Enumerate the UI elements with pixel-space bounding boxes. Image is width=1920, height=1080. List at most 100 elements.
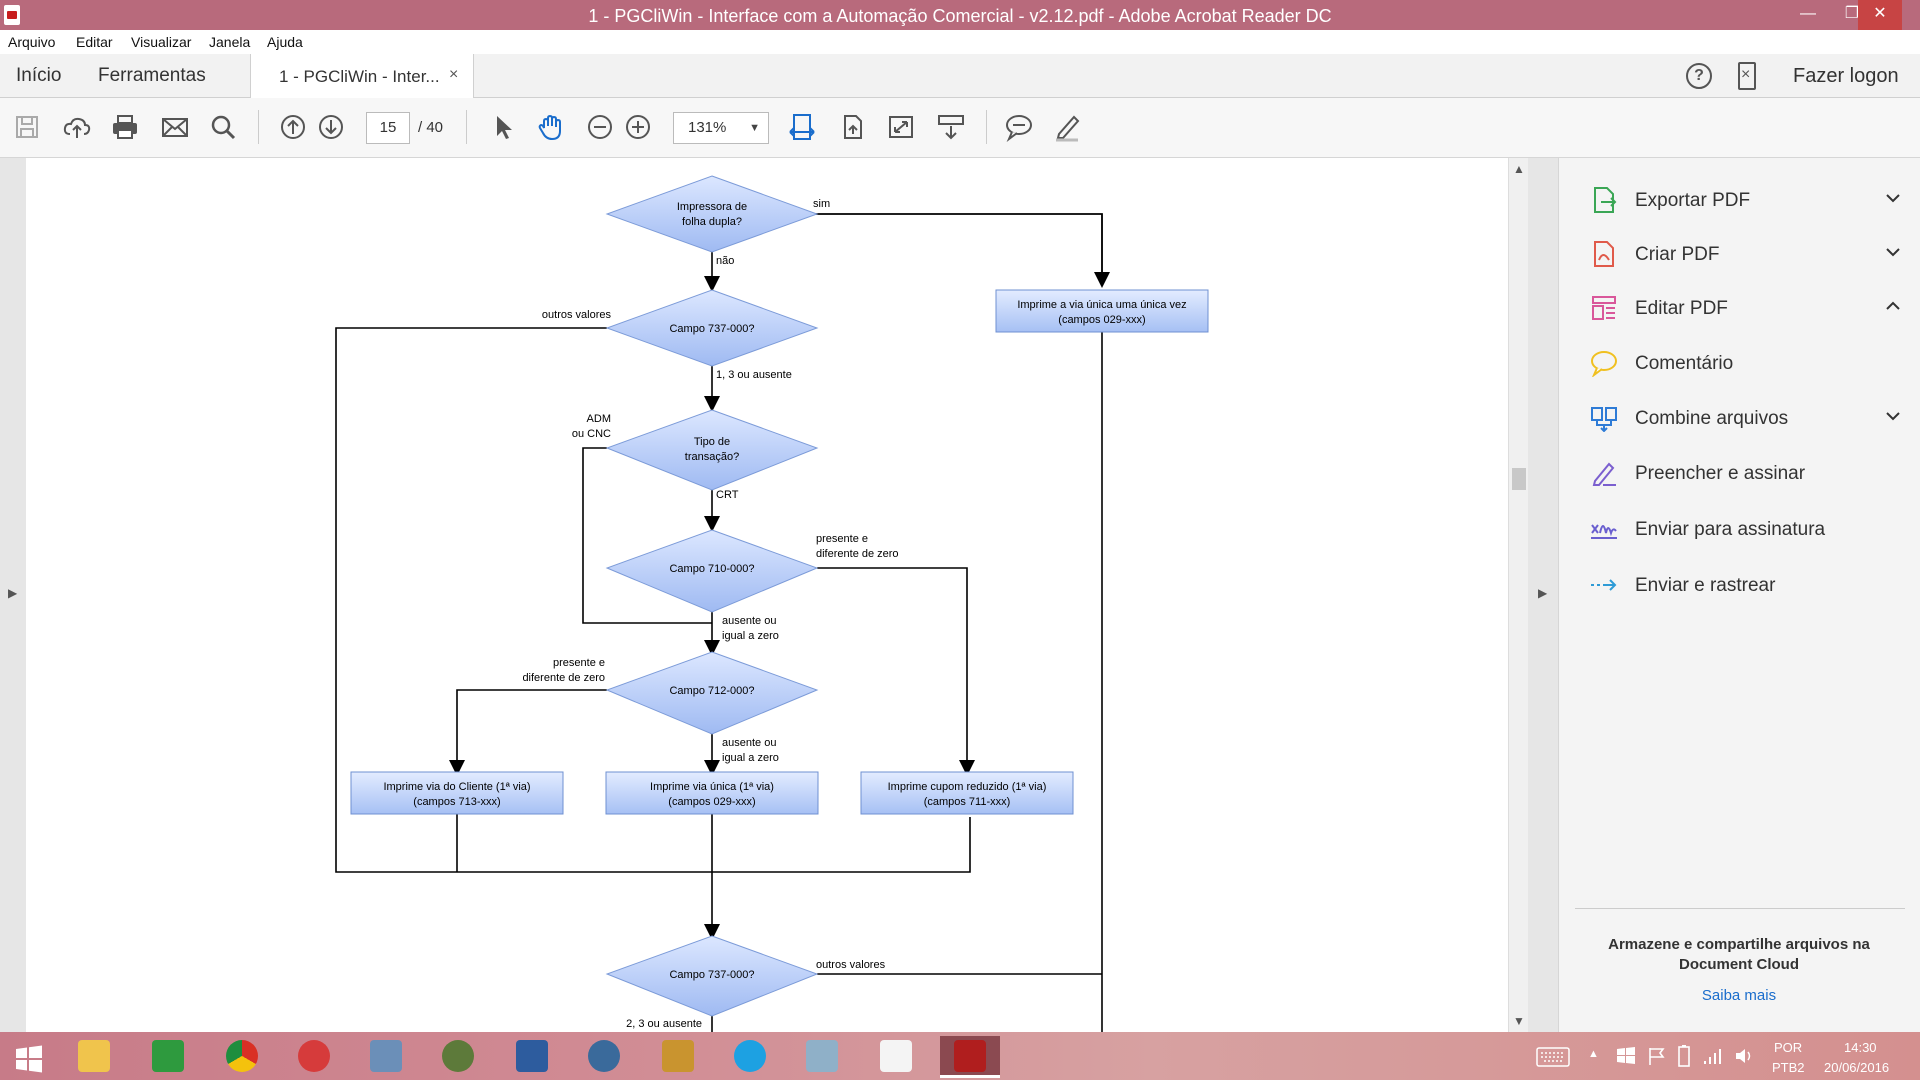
- box-via-cliente: [350, 771, 564, 815]
- close-tab-icon[interactable]: ×: [449, 66, 459, 83]
- keyboard-layout[interactable]: PTB2: [1772, 1060, 1805, 1075]
- comment-icon[interactable]: [1004, 112, 1034, 143]
- tool-criar-pdf[interactable]: Criar PDF: [1589, 236, 1909, 272]
- tab-home[interactable]: Início: [16, 65, 62, 86]
- tool-exportar-pdf[interactable]: Exportar PDF: [1589, 182, 1909, 218]
- tool-enviar-rastrear[interactable]: Enviar e rastrear: [1589, 567, 1909, 603]
- show-hidden-icons[interactable]: ▲: [1588, 1048, 1599, 1060]
- label-ausente-2a: ausente ou: [722, 737, 776, 749]
- tools-pane: Exportar PDF Criar PDF Editar PDF Coment…: [1558, 158, 1920, 1032]
- menu-arquivo[interactable]: Arquivo: [8, 34, 56, 50]
- decision-tipo: [605, 409, 819, 491]
- zoom-select[interactable]: 131% ▼: [673, 112, 769, 144]
- folder-icon: [78, 1040, 110, 1072]
- taskbar-chrome[interactable]: [212, 1036, 272, 1078]
- learn-more-link[interactable]: Saiba mais: [1701, 987, 1777, 1004]
- label-1-3-ausente: 1, 3 ou ausente: [716, 369, 792, 381]
- vertical-scrollbar[interactable]: ▲ ▼: [1508, 158, 1528, 1032]
- input-language[interactable]: POR: [1774, 1040, 1803, 1055]
- keyboard-icon[interactable]: [1536, 1047, 1570, 1067]
- document-icon: [880, 1040, 912, 1072]
- taskbar-app-document[interactable]: [866, 1036, 926, 1078]
- next-page-icon[interactable]: [316, 112, 346, 142]
- document-view[interactable]: Impressora de folha dupla? Campo 737-000…: [26, 158, 1516, 1032]
- taskbar-app-red[interactable]: [284, 1036, 344, 1078]
- help-icon[interactable]: ?: [1686, 63, 1712, 89]
- label-presente-2b: diferente de zero: [522, 672, 605, 684]
- taskbar-store[interactable]: [138, 1036, 198, 1078]
- action-center-icon[interactable]: [1616, 1046, 1636, 1066]
- taskbar-app-dolphin[interactable]: [502, 1036, 562, 1078]
- save-icon[interactable]: [12, 112, 42, 142]
- label-adm: ADM: [587, 413, 611, 425]
- taskbar-postgres[interactable]: [574, 1036, 634, 1078]
- toolbar-separator: [986, 110, 987, 144]
- box-cupom-line1: Imprime cupom reduzido (1ª via): [888, 781, 1047, 793]
- highlight-pen-icon[interactable]: [1052, 112, 1082, 142]
- chevron-down-icon: ▼: [749, 122, 760, 134]
- tool-label: Enviar para assinatura: [1635, 519, 1826, 540]
- taskbar-app-server[interactable]: [356, 1036, 416, 1078]
- taskbar-app-animal[interactable]: [648, 1036, 708, 1078]
- decision-737-b-label: Campo 737-000?: [669, 969, 754, 981]
- volume-icon[interactable]: [1734, 1046, 1754, 1066]
- flag-icon[interactable]: [1648, 1046, 1666, 1066]
- print-icon[interactable]: [110, 112, 140, 142]
- chevron-down-icon[interactable]: [1885, 244, 1901, 260]
- chevron-down-icon[interactable]: [1885, 190, 1901, 206]
- chevron-down-icon[interactable]: [1885, 408, 1901, 424]
- label-ausente-2b: igual a zero: [722, 752, 779, 764]
- upload-cloud-icon[interactable]: [62, 112, 92, 142]
- scroll-thumb[interactable]: [1512, 468, 1526, 490]
- minimize-button[interactable]: —: [1800, 5, 1816, 22]
- full-screen-icon[interactable]: [886, 112, 916, 142]
- select-pointer-icon[interactable]: [488, 112, 518, 142]
- tool-comentario[interactable]: Comentário: [1589, 345, 1909, 381]
- maximize-button[interactable]: ❐: [1844, 5, 1860, 22]
- hand-tool-icon[interactable]: [536, 112, 566, 142]
- menu-janela[interactable]: Janela: [209, 34, 251, 50]
- clock-date[interactable]: 20/06/2016: [1824, 1060, 1890, 1075]
- tool-label: Combine arquivos: [1635, 408, 1789, 429]
- battery-icon[interactable]: [1676, 1044, 1692, 1068]
- taskbar-skype[interactable]: [720, 1036, 780, 1078]
- taskbar-app-ib[interactable]: [428, 1036, 488, 1078]
- rotate-page-icon[interactable]: [837, 112, 867, 142]
- box-via-cliente-line2: (campos 713-xxx): [413, 796, 500, 808]
- search-icon[interactable]: [208, 112, 238, 142]
- scroll-down-icon[interactable]: ▼: [1513, 1014, 1525, 1028]
- clock-time[interactable]: 14:30: [1844, 1040, 1877, 1055]
- zoom-in-icon[interactable]: [623, 112, 653, 142]
- zoom-out-icon[interactable]: [585, 112, 615, 142]
- right-panel-toggle[interactable]: ▶: [1528, 158, 1558, 1032]
- tool-editar-pdf[interactable]: Editar PDF: [1589, 290, 1909, 326]
- menu-editar[interactable]: Editar: [76, 34, 113, 50]
- network-icon[interactable]: [1702, 1046, 1722, 1066]
- taskbar-app-book[interactable]: [792, 1036, 852, 1078]
- left-panel-toggle[interactable]: ▶: [0, 158, 26, 1032]
- menu-ajuda[interactable]: Ajuda: [267, 34, 303, 50]
- start-button[interactable]: [0, 1036, 60, 1078]
- taskbar-file-explorer[interactable]: [64, 1036, 124, 1078]
- mobile-link-icon[interactable]: [1738, 62, 1756, 90]
- previous-page-icon[interactable]: [278, 112, 308, 142]
- chevron-up-icon[interactable]: [1885, 298, 1901, 314]
- read-mode-icon[interactable]: [936, 112, 966, 142]
- close-button[interactable]: ✕: [1858, 0, 1902, 30]
- tool-preencher-assinar[interactable]: Preencher e assinar: [1589, 455, 1909, 491]
- tab-document[interactable]: 1 - PGCliWin - Inter... ×: [250, 54, 474, 99]
- dolphin-icon: [516, 1040, 548, 1072]
- logon-button[interactable]: Fazer logon: [1793, 65, 1899, 87]
- menu-visualizar[interactable]: Visualizar: [131, 34, 192, 50]
- tool-enviar-assinatura[interactable]: Enviar para assinatura: [1589, 511, 1909, 547]
- taskbar-acrobat[interactable]: [940, 1036, 1000, 1078]
- tab-tools[interactable]: Ferramentas: [98, 65, 206, 86]
- scroll-up-icon[interactable]: ▲: [1513, 162, 1525, 176]
- decision-dupla-line2: folha dupla?: [682, 216, 742, 228]
- animal-icon: [662, 1040, 694, 1072]
- page-number-input[interactable]: 15: [366, 112, 410, 144]
- fit-width-icon[interactable]: [787, 112, 817, 142]
- toolbar-separator: [258, 110, 259, 144]
- tool-combine-arquivos[interactable]: Combine arquivos: [1589, 400, 1909, 436]
- email-icon[interactable]: [160, 112, 190, 142]
